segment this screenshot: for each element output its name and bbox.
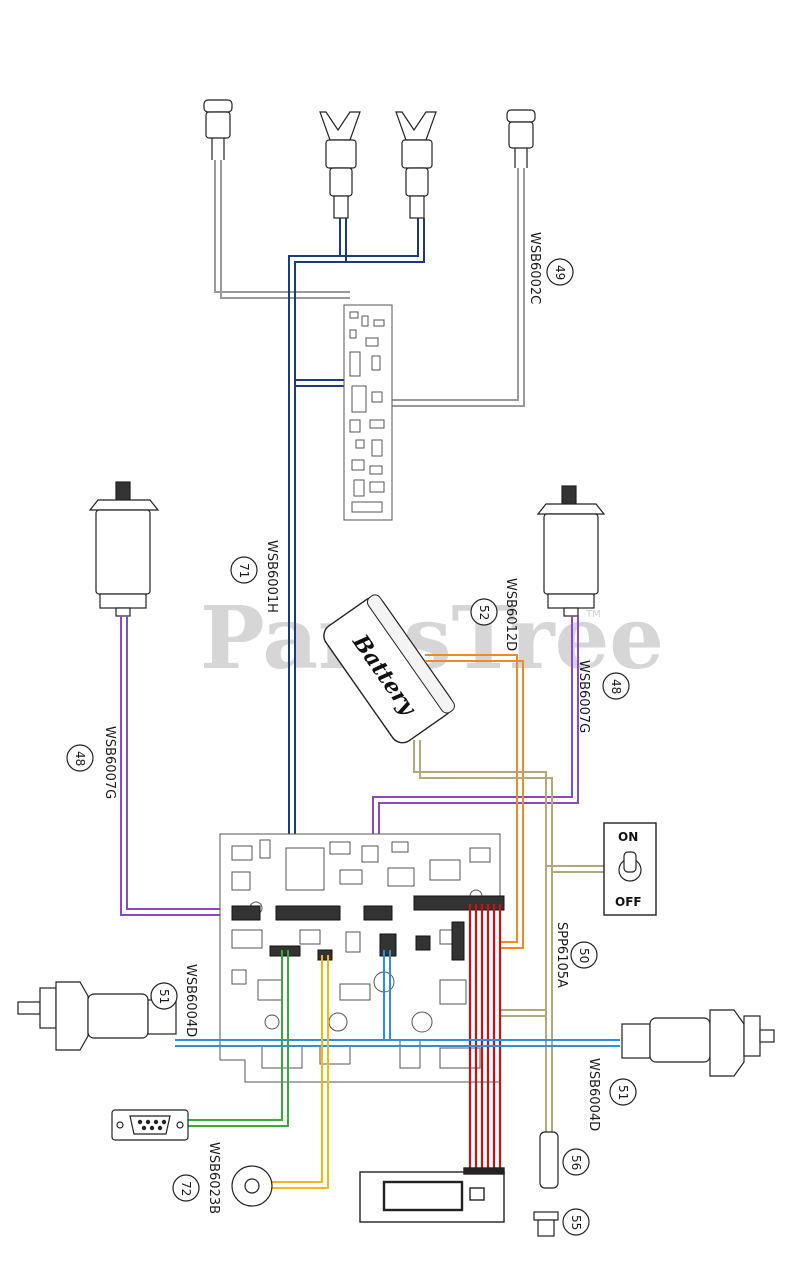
left-motor [88, 481, 160, 617]
svg-text:51: 51 [157, 989, 171, 1004]
svg-text:51: 51 [616, 1085, 630, 1100]
callout-48-right-part: WSB6007G [576, 660, 591, 733]
callout-51-left: 51 WSB6004D [150, 964, 198, 1037]
upper-circuit-board [343, 304, 393, 521]
svg-text:55: 55 [569, 1215, 583, 1230]
callout-48-left: 48 WSB6007G [66, 726, 117, 799]
fuse-holder-cap [533, 1211, 559, 1237]
svg-text:49: 49 [553, 265, 567, 280]
svg-text:52: 52 [477, 605, 491, 620]
callout-48-right: 48 WSB6007G [576, 660, 630, 733]
svg-text:50: 50 [577, 948, 591, 963]
callout-49-part: WSB6002C [527, 232, 542, 304]
serial-connector [111, 1109, 189, 1141]
on-off-switch: ON OFF [603, 822, 657, 916]
svg-text:72: 72 [179, 1181, 193, 1196]
lcd-display [359, 1167, 505, 1223]
wire-harness-yellow [270, 955, 329, 1189]
callout-51-left-part: WSB6004D [183, 964, 198, 1037]
callout-51-right: 51 WSB6004D [586, 1058, 637, 1131]
switch-off-label: OFF [615, 895, 642, 909]
wire-harness-navy [288, 218, 425, 910]
top-connector-left [319, 111, 361, 219]
callout-52-part: WSB6012D [503, 578, 518, 651]
top-connector-right [395, 111, 437, 219]
callout-55: 55 [562, 1208, 590, 1236]
fuse [539, 1131, 559, 1189]
right-motor [536, 485, 606, 617]
wire-harness-green [188, 950, 289, 1127]
callout-72-part: WSB6023B [206, 1142, 221, 1214]
callout-50: 50 SPP6105A [554, 922, 598, 988]
switch-on-label: ON [618, 830, 638, 844]
svg-text:48: 48 [609, 679, 623, 694]
top-left-sensor [203, 99, 233, 160]
callout-48-left-part: WSB6007G [102, 726, 117, 799]
buzzer [231, 1165, 273, 1207]
battery-pack: Battery [323, 594, 455, 744]
callout-51-right-part: WSB6004D [586, 1058, 601, 1131]
callout-52: 52 WSB6012D [470, 578, 518, 651]
svg-text:71: 71 [237, 563, 251, 578]
right-actuator [621, 1009, 775, 1077]
wire-harness-red [468, 904, 502, 1170]
callout-49: 49 WSB6002C [527, 232, 574, 304]
svg-text:48: 48 [73, 751, 87, 766]
callout-71-part: WSB6001H [264, 540, 279, 613]
watermark-trademark: TM [585, 609, 601, 620]
callout-50-part: SPP6105A [554, 922, 569, 988]
wire-harness-blue [175, 950, 620, 1047]
callout-56: 56 [562, 1148, 590, 1176]
top-right-sensor [506, 109, 536, 168]
callout-72: 72 WSB6023B [172, 1142, 221, 1214]
svg-text:56: 56 [569, 1155, 583, 1170]
callout-71: 71 WSB6001H [230, 540, 279, 613]
wire-harness-gray [214, 160, 525, 407]
